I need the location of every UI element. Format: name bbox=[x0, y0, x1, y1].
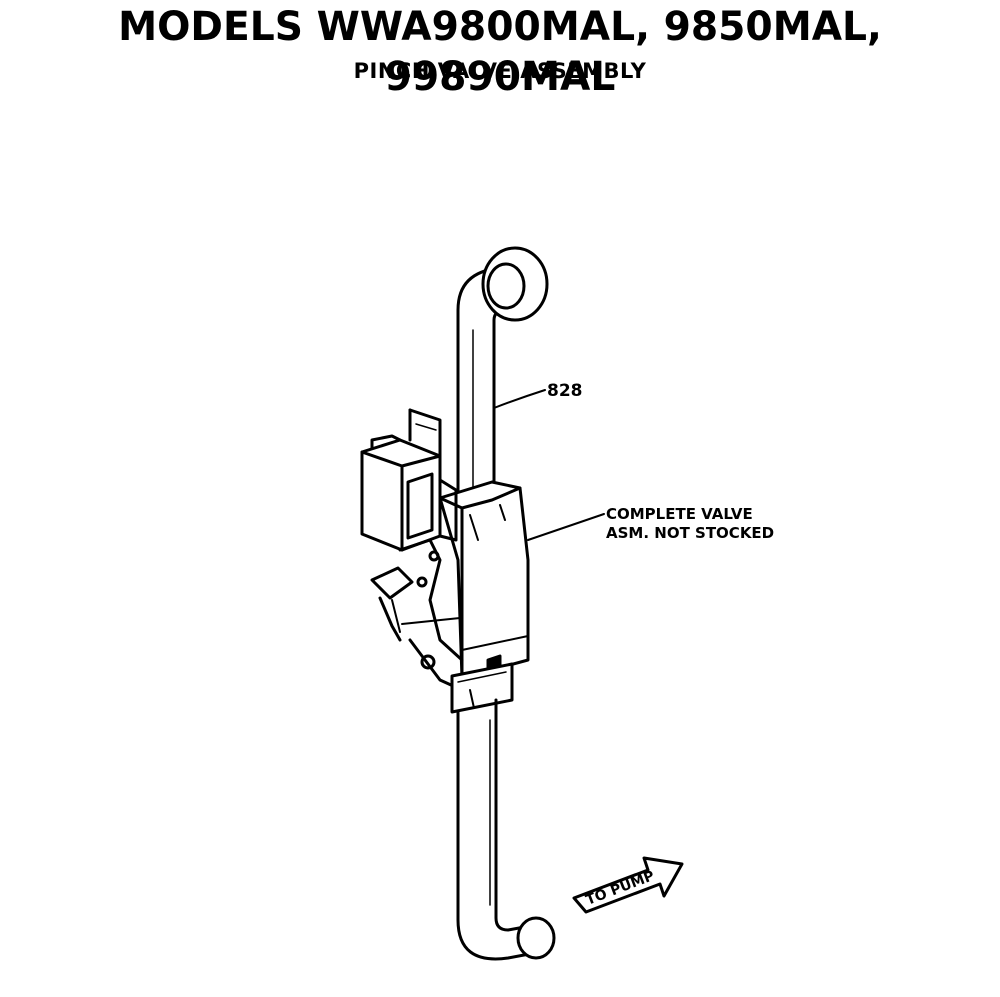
page-subtitle: PINCH VALVE ASSEMBLY bbox=[353, 59, 647, 83]
part-number-828: 828 bbox=[547, 381, 583, 401]
solenoid bbox=[360, 434, 458, 552]
hose-end-cap bbox=[481, 246, 549, 322]
callout-line-1: COMPLETE VALVE bbox=[606, 505, 753, 523]
lower-hose bbox=[456, 698, 556, 961]
callout-line-2: ASM. NOT STOCKED bbox=[606, 524, 774, 542]
callout-leader-line bbox=[527, 513, 605, 541]
lower-hose-end bbox=[516, 916, 556, 960]
linkage bbox=[370, 538, 464, 692]
valve-body bbox=[438, 480, 530, 680]
upper-hose bbox=[456, 246, 549, 502]
part-leader-line bbox=[493, 389, 546, 409]
page-title: MODELS WWA9800MAL, 9850MAL, 99890MAL bbox=[118, 4, 882, 100]
to-pump-arrow bbox=[572, 856, 684, 914]
